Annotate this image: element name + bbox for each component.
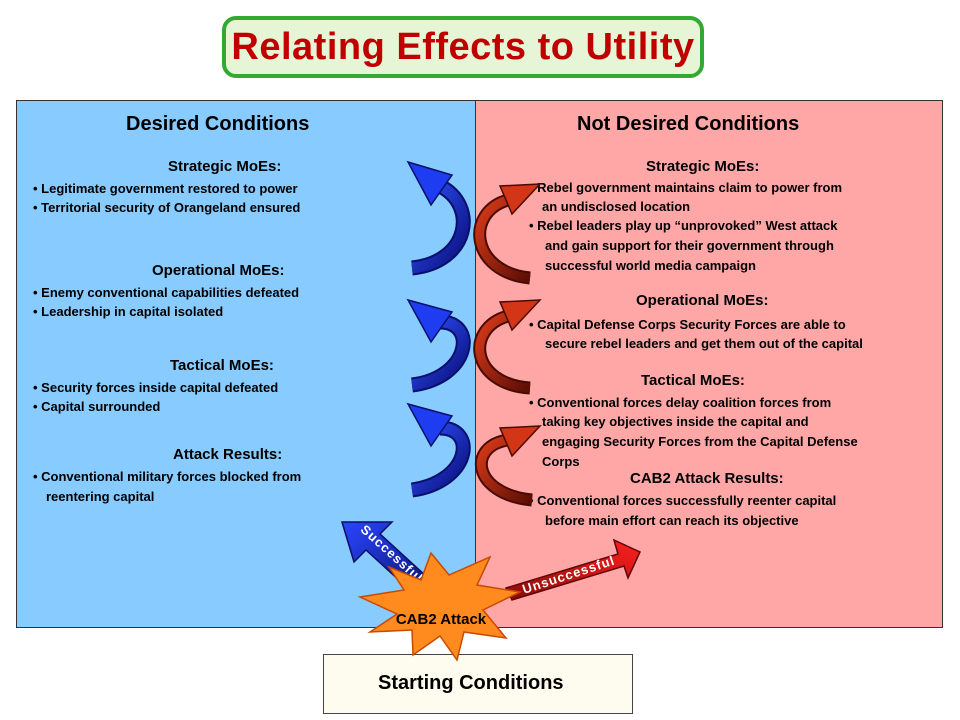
not-desired-tactical-line: engaging Security Forces from the Capita… <box>542 434 858 449</box>
desired-tactical-line: • Security forces inside capital defeate… <box>33 380 279 395</box>
red-curved-arrow-upper <box>473 183 542 285</box>
desired-tactical-line: • Capital surrounded <box>33 399 161 414</box>
not-desired-strategic-line: • Rebel leaders play up “unprovoked” Wes… <box>529 218 838 233</box>
not-desired-tactical-line: • Conventional forces delay coalition fo… <box>529 395 832 410</box>
desired-strategic-line: • Legitimate government restored to powe… <box>33 181 298 196</box>
unsuccessful-label: Unsuccessful <box>520 553 616 597</box>
desired-heading: Desired Conditions <box>126 113 310 135</box>
blue-curved-arrow-upper <box>406 160 471 276</box>
not-desired-operational-title: Operational MoEs: <box>636 292 769 309</box>
not-desired-tactical-line: Corps <box>542 454 580 469</box>
not-desired-strategic-line: successful world media campaign <box>545 258 756 273</box>
title-box: Relating Effects to Utility <box>222 16 704 78</box>
not-desired-attack-line: before main effort can reach its objecti… <box>545 513 799 528</box>
not-desired-heading: Not Desired Conditions <box>577 113 800 135</box>
starting-conditions-box: Starting Conditions <box>323 654 633 714</box>
not-desired-strategic-title: Strategic MoEs: <box>646 158 760 175</box>
unsuccessful-arrow: Unsuccessful <box>504 538 641 601</box>
desired-attack-line: reentering capital <box>46 489 155 504</box>
desired-attack-line: • Conventional military forces blocked f… <box>33 469 302 484</box>
page-title: Relating Effects to Utility <box>231 25 695 68</box>
desired-tactical-title: Tactical MoEs: <box>170 357 274 374</box>
blue-curved-arrow-lower <box>406 402 471 498</box>
desired-strategic-title: Strategic MoEs: <box>168 158 282 175</box>
not-desired-operational-line: • Capital Defense Corps Security Forces … <box>529 317 846 332</box>
desired-conditions-panel <box>16 100 476 628</box>
not-desired-tactical-line: taking key objectives inside the capital… <box>542 414 809 429</box>
not-desired-conditions-panel <box>475 100 943 628</box>
desired-strategic-line: • Territorial security of Orangeland ens… <box>33 200 301 215</box>
not-desired-attack-title: CAB2 Attack Results: <box>630 470 784 487</box>
starting-conditions-label: Starting Conditions <box>378 672 564 694</box>
successful-label: Successful <box>358 522 426 586</box>
cab2-attack-starburst: CAB2 Attack <box>357 551 523 662</box>
not-desired-tactical-title: Tactical MoEs: <box>641 372 745 389</box>
cab2-attack-label: CAB2 Attack <box>396 611 487 628</box>
desired-operational-title: Operational MoEs: <box>152 262 285 279</box>
red-curved-arrow-lower <box>475 425 542 507</box>
not-desired-operational-line: secure rebel leaders and get them out of… <box>545 336 863 351</box>
desired-operational-line: • Leadership in capital isolated <box>33 304 224 319</box>
desired-operational-line: • Enemy conventional capabilities defeat… <box>33 285 300 300</box>
not-desired-attack-line: • Conventional forces successfully reent… <box>529 493 837 508</box>
desired-attack-title: Attack Results: <box>173 446 283 463</box>
not-desired-strategic-line: and gain support for their government th… <box>545 238 834 253</box>
not-desired-strategic-line: • Rebel government maintains claim to po… <box>529 180 843 195</box>
red-curved-arrow-middle <box>473 299 542 395</box>
not-desired-strategic-line: an undisclosed location <box>542 199 691 214</box>
blue-curved-arrow-middle <box>406 298 471 393</box>
